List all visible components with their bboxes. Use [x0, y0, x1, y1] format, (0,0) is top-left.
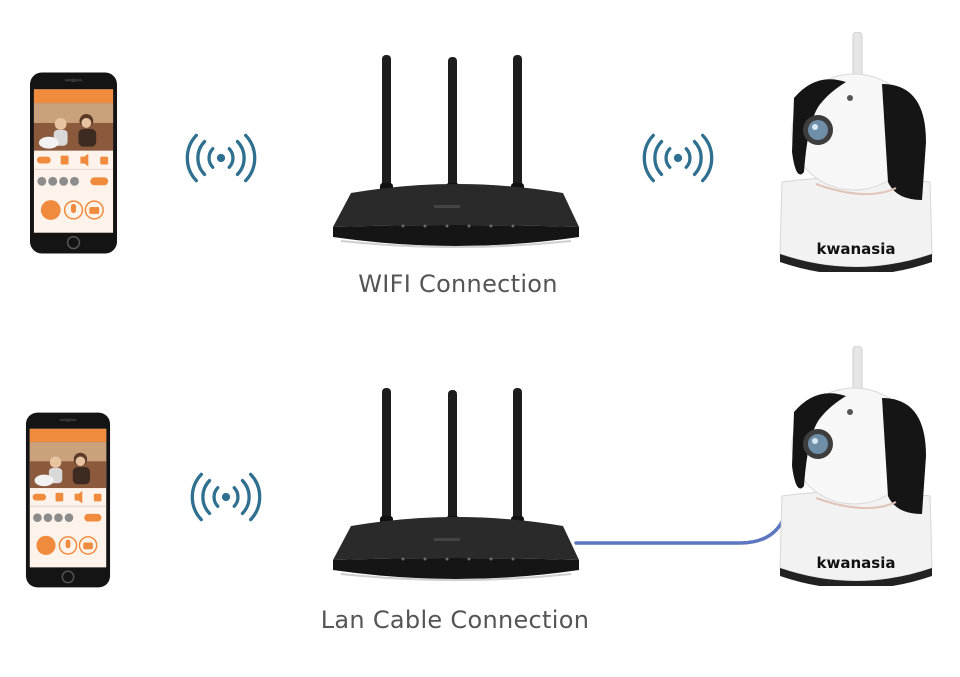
router-icon: [331, 388, 581, 583]
connection-caption: WIFI Connection: [358, 270, 558, 298]
connection-caption: Lan Cable Connection: [320, 606, 590, 634]
wifi-signal-icon: [642, 132, 714, 184]
wifi-signal-icon: [185, 132, 257, 184]
camera-brand: kwanasia: [817, 240, 896, 258]
wifi-connection-scene: kwanasia WIFI Connection: [0, 0, 960, 338]
smartphone-icon: [25, 408, 111, 592]
wifi-signal-icon: [190, 471, 262, 523]
security-camera-icon: kwanasia: [776, 346, 936, 586]
security-camera-icon: kwanasia: [776, 32, 936, 272]
router-icon: [331, 55, 581, 250]
camera-brand: kwanasia: [817, 554, 896, 572]
lan-connection-scene: kwanasia Lan Cable Connection: [0, 338, 960, 676]
smartphone-icon: [29, 70, 118, 256]
